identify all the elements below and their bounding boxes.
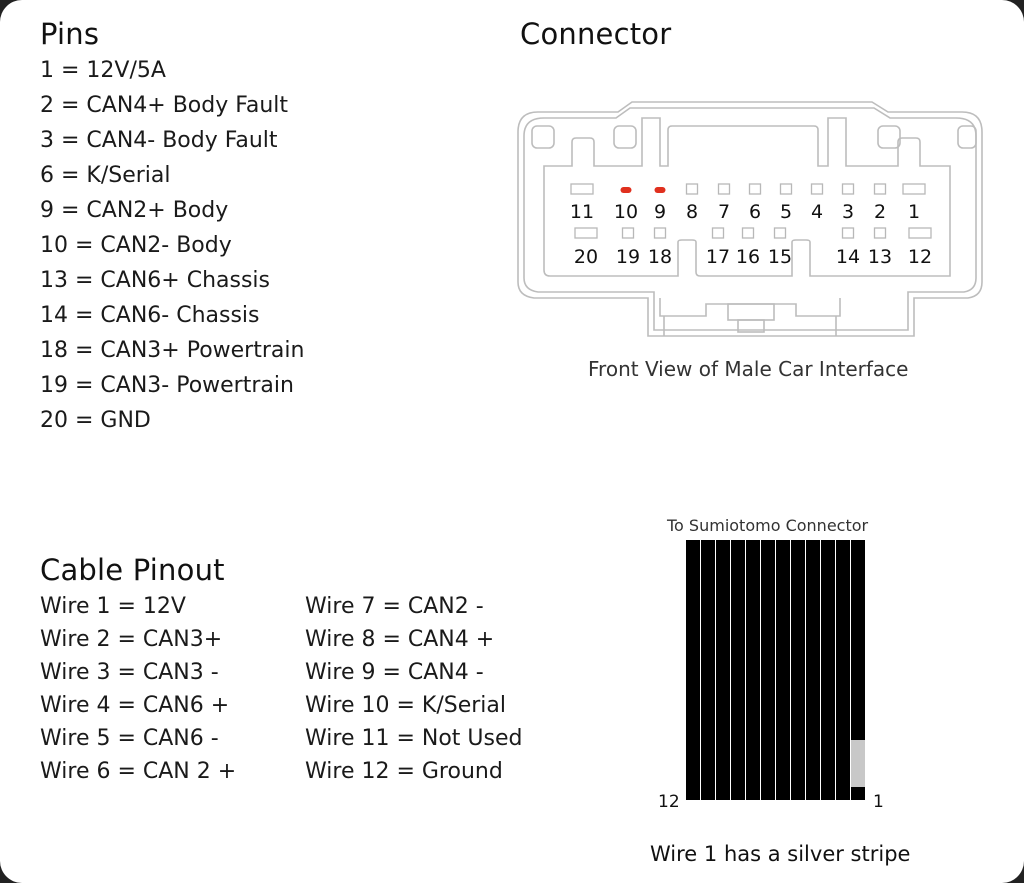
pin-slot [711,227,725,239]
pin-item: 2 = CAN4+ Body Fault [40,93,289,118]
pin-number: 5 [780,201,792,223]
pin-number: 1 [908,201,920,223]
ribbon-wire [836,540,850,800]
pin-number: 11 [570,201,594,223]
ribbon-wire [716,540,730,800]
silver-stripe [851,740,865,787]
wire-item: Wire 7 = CAN2 - [305,594,484,619]
pin-number: 2 [874,201,886,223]
pin-number: 12 [908,246,932,268]
ribbon-wire [761,540,775,800]
pin-slot [779,183,793,195]
pin-number: 14 [836,246,860,268]
pin-item: 9 = CAN2+ Body [40,198,229,223]
pin-slot [621,227,635,239]
pin-number: 8 [686,201,698,223]
pin-number: 15 [768,246,792,268]
pin-slot [773,227,787,239]
ribbon-cable-diagram [686,540,865,800]
pin-item: 1 = 12V/5A [40,58,166,83]
pin-number: 18 [648,246,672,268]
wire-item: Wire 8 = CAN4 + [305,627,495,652]
pin-slot [574,227,598,239]
pin-slot [717,183,731,195]
ribbon-wire [686,540,700,800]
pin-number: 3 [842,201,854,223]
wire-item: Wire 9 = CAN4 - [305,660,484,685]
pin-number: 4 [811,201,823,223]
pin-number: 20 [574,246,598,268]
wire-item: Wire 4 = CAN6 + [40,693,230,718]
wire-item: Wire 6 = CAN 2 + [40,759,237,784]
pin-slot [685,183,699,195]
ribbon-wire [806,540,820,800]
pin-slot-highlighted [654,187,666,193]
pin-number: 6 [749,201,761,223]
wire-item: Wire 11 = Not Used [305,726,523,751]
pin-slot [810,183,824,195]
pin-item: 18 = CAN3+ Powertrain [40,338,305,363]
pin-slots [570,183,932,239]
pin-item: 3 = CAN4- Body Fault [40,128,278,153]
ribbon-wire [731,540,745,800]
pin-number: 7 [718,201,730,223]
ribbon-caption: Wire 1 has a silver stripe [650,842,911,866]
ribbon-connector-label: To Sumiotomo Connector [667,516,869,535]
pin-slot [908,227,932,239]
pin-item: 19 = CAN3- Powertrain [40,373,294,398]
ribbon-wire [821,540,835,800]
ribbon-wire [791,540,805,800]
pin-slot [653,227,667,239]
wire-item: Wire 12 = Ground [305,759,503,784]
pins-heading: Pins [40,17,100,51]
pin-item: 13 = CAN6+ Chassis [40,268,270,293]
pin-number: 9 [654,201,666,223]
pin-slot [741,227,755,239]
pin-slot [570,183,594,195]
cable-pinout-heading: Cable Pinout [40,553,225,587]
wire-item: Wire 10 = K/Serial [305,693,506,718]
wire-item: Wire 1 = 12V [40,594,186,619]
pin-slot [873,227,887,239]
ribbon-wire [746,540,760,800]
pin-number: 19 [616,246,640,268]
pin-slot [873,183,887,195]
ribbon-wire [851,540,865,800]
pin-number: 10 [614,201,638,223]
pin-slot [902,183,926,195]
ribbon-wire [776,540,790,800]
pin-item: 6 = K/Serial [40,163,171,188]
pin-number: 17 [706,246,730,268]
pin-item: 10 = CAN2- Body [40,233,232,258]
pin-slot [748,183,762,195]
wire-item: Wire 5 = CAN6 - [40,726,219,751]
ribbon-wire [701,540,715,800]
ribbon-right-label: 1 [873,792,884,812]
pin-slot-highlighted [620,187,632,193]
pin-item: 14 = CAN6- Chassis [40,303,260,328]
ribbon-left-label: 12 [658,792,680,812]
pin-slot [841,183,855,195]
pin-number: 16 [736,246,760,268]
connector-heading: Connector [520,17,672,51]
ribbon-wires [686,540,865,800]
pin-number: 13 [868,246,892,268]
connector-caption: Front View of Male Car Interface [588,357,909,381]
wire-item: Wire 2 = CAN3+ [40,627,223,652]
connector-outline [517,101,983,337]
pin-item: 20 = GND [40,408,151,433]
wire-item: Wire 3 = CAN3 - [40,660,219,685]
pin-slot [841,227,855,239]
